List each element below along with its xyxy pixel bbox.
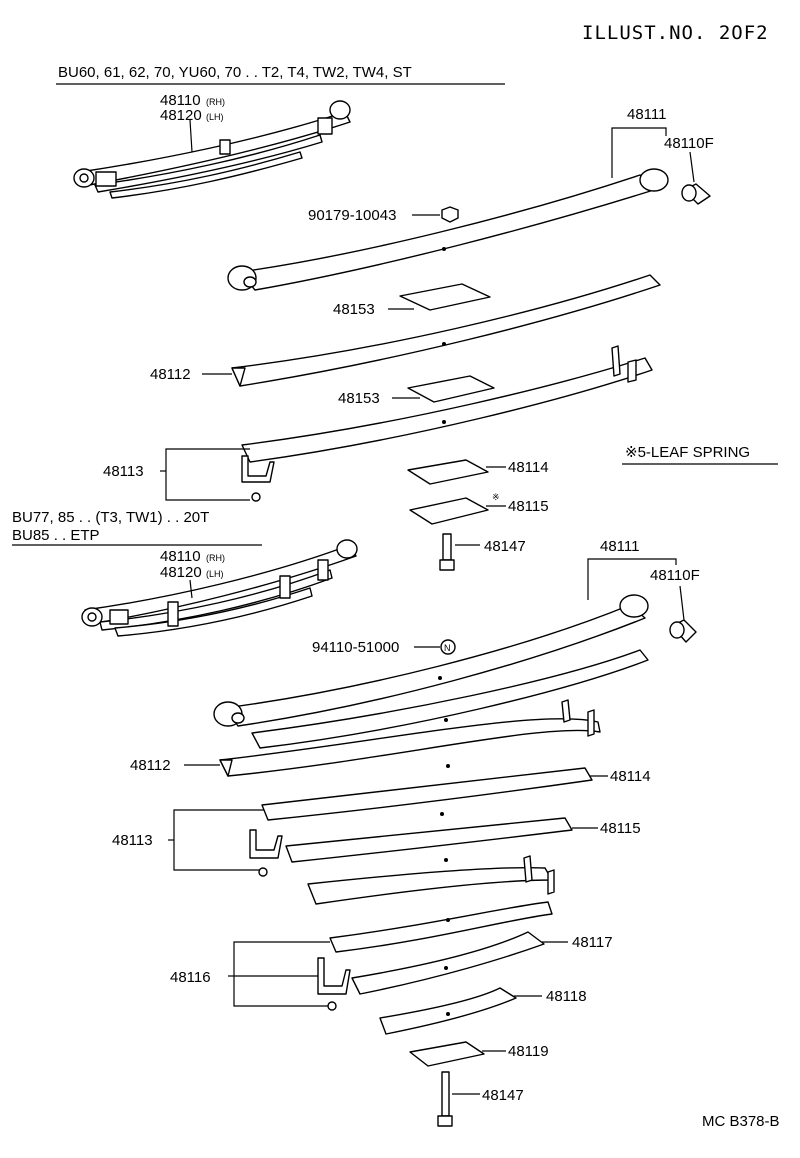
lower-assembly-lh-tag: (LH) bbox=[206, 569, 224, 579]
upper-nut bbox=[441, 206, 459, 223]
upper-insert-a-label: 48153 bbox=[333, 301, 375, 318]
upper-insert-b bbox=[407, 375, 495, 403]
upper-leaf-no1-label: 48111 bbox=[627, 106, 667, 123]
lower-center-bolt bbox=[437, 1071, 453, 1127]
upper-clip bbox=[241, 455, 275, 502]
upper-leaf-no2 bbox=[231, 274, 661, 387]
upper-assembly-lh-tag: (LH) bbox=[206, 112, 224, 122]
upper-assembly-lh-number: 48120 bbox=[160, 107, 202, 124]
upper-leaf-b bbox=[409, 497, 489, 525]
lower-leaf-no2 bbox=[219, 699, 601, 777]
lower-leaf-c bbox=[351, 931, 545, 995]
lower-spring-assembly-overview bbox=[81, 539, 358, 637]
lower-leaf-c-label: 48117 bbox=[572, 934, 613, 951]
illustration-number: ILLUST.NO. 2OF2 bbox=[582, 22, 769, 44]
upper-spring-assembly-overview bbox=[73, 100, 351, 199]
lower-leaf-d bbox=[379, 987, 517, 1035]
upper-leaf-b-mark: ※ bbox=[492, 492, 500, 502]
lower-leaf-under-main bbox=[251, 649, 649, 749]
lower-models-line2: BU85 . . ETP bbox=[12, 527, 100, 544]
lower-assembly-lh-number: 48120 bbox=[160, 564, 202, 581]
upper-bushing bbox=[681, 183, 711, 205]
lower-leaf-e-label: 48119 bbox=[508, 1043, 549, 1060]
lower-leaf-d-label: 48118 bbox=[546, 988, 587, 1005]
lower-center-bolt-label: 48147 bbox=[482, 1087, 524, 1104]
lower-bushing bbox=[669, 619, 697, 643]
upper-models-heading: BU60, 61, 62, 70, YU60, 70 . . T2, T4, T… bbox=[58, 64, 412, 81]
lower-leaf-no2-label: 48112 bbox=[130, 757, 171, 774]
lower-clip2-label: 48116 bbox=[170, 969, 211, 986]
upper-insert-b-label: 48153 bbox=[338, 390, 380, 407]
lower-nut-label: 94110-51000 bbox=[312, 639, 399, 656]
upper-main-leaf bbox=[227, 168, 669, 291]
lower-bushing-label: 48110F bbox=[650, 567, 700, 584]
lower-assembly-rh-tag: (RH) bbox=[206, 553, 225, 563]
lower-clip bbox=[249, 829, 283, 877]
lower-clip2 bbox=[317, 957, 351, 1011]
lower-leaf-b bbox=[285, 817, 573, 863]
lower-clip-label: 48113 bbox=[112, 832, 153, 849]
upper-assembly-rh-number: 48110 bbox=[160, 92, 201, 109]
upper-leaf-no3 bbox=[241, 345, 653, 463]
five-leaf-spring-note: ※5-LEAF SPRING bbox=[625, 444, 750, 461]
lower-leaf-b-label: 48115 bbox=[600, 820, 641, 837]
upper-nut-label: 90179-10043 bbox=[308, 207, 396, 224]
upper-leaf-no2-label: 48112 bbox=[150, 366, 191, 383]
svg-text:N: N bbox=[444, 643, 451, 653]
upper-assembly-rh-tag: (RH) bbox=[206, 97, 225, 107]
lower-assembly-rh-number: 48110 bbox=[160, 548, 201, 565]
lower-leaf-a-label: 48114 bbox=[610, 768, 651, 785]
upper-leaf-b-label: 48115 bbox=[508, 498, 549, 515]
lower-main-leaf bbox=[213, 594, 649, 727]
upper-bushing-label: 48110F bbox=[664, 135, 714, 152]
upper-insert-a bbox=[399, 283, 491, 311]
lower-leaf-a bbox=[261, 767, 593, 821]
upper-center-bolt-label: 48147 bbox=[484, 538, 526, 555]
upper-leaf-a bbox=[407, 459, 489, 485]
lower-leaf-middle bbox=[307, 855, 555, 905]
upper-center-bolt bbox=[439, 533, 455, 571]
lower-nut: N bbox=[440, 639, 456, 655]
lower-leaf-upper-short bbox=[329, 901, 553, 953]
drawing-code: MC B378-B bbox=[702, 1113, 780, 1130]
lower-leaf-e bbox=[409, 1041, 485, 1067]
lower-models-line1: BU77, 85 . . (T3, TW1) . . 20T bbox=[12, 509, 209, 526]
upper-leaf-a-label: 48114 bbox=[508, 459, 549, 476]
lower-leaf-no1-label: 48111 bbox=[600, 538, 640, 555]
upper-clip-label: 48113 bbox=[103, 463, 144, 480]
